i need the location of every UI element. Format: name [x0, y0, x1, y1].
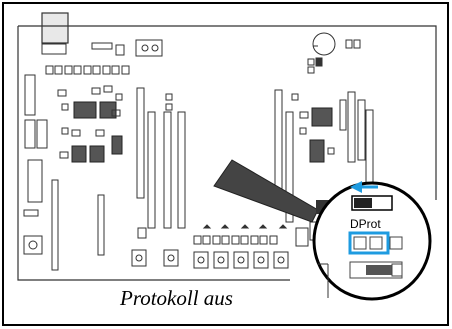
- slide-switch-icon: [351, 195, 393, 211]
- small-parts: [57, 85, 347, 159]
- arrow-left-icon: [350, 181, 378, 193]
- wedge-pointer-icon: [213, 159, 319, 223]
- resistor-row: [45, 65, 130, 75]
- pcb-outline-top: [18, 25, 437, 200]
- top-components: [41, 32, 361, 74]
- usb-connector: [41, 12, 69, 44]
- push-buttons: [23, 221, 323, 269]
- caption: Protokoll aus: [119, 286, 233, 310]
- left-headers: [23, 74, 105, 271]
- pcb-outline-left: [17, 26, 290, 281]
- zoom-label: DProt: [350, 217, 381, 231]
- zoom-content: DProt: [318, 181, 403, 298]
- bottom-resistor-row: [193, 224, 288, 245]
- pin-headers-center: [136, 87, 374, 229]
